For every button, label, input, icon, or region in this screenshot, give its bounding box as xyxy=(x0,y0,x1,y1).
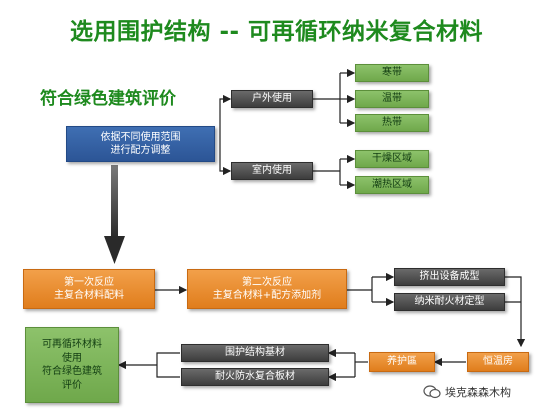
connector-adjust-outdoor xyxy=(219,94,232,145)
constant-temp-room-box: 恒温房 xyxy=(467,352,529,372)
second-reaction-box: 第二次反应 主复合材料+配方添加剂 xyxy=(187,269,347,309)
tropical-zone-box: 热带 xyxy=(355,114,429,132)
watermark-text: 埃克森森木构 xyxy=(445,386,511,399)
fire-material-shaping-box: 纳米耐火材定型 xyxy=(394,293,505,311)
temperate-zone-box: 温带 xyxy=(355,90,429,108)
outdoor-use-box: 户外使用 xyxy=(231,90,313,108)
fire-waterproof-board-box: 耐火防水复合板材 xyxy=(181,368,329,386)
envelope-base-material-box: 围护结构基材 xyxy=(181,344,329,362)
connector-adjust-indoor xyxy=(219,145,232,176)
recyclable-material-box: 可再循环材料 使用 符合绿色建筑 评价 xyxy=(25,327,119,403)
dry-area-box: 干燥区域 xyxy=(355,150,429,168)
humid-area-box: 潮热区域 xyxy=(355,176,429,194)
watermark: 埃克森森木构 xyxy=(423,384,511,400)
diagram-title: 选用围护结构 -- 可再循环纳米复合材料 xyxy=(69,19,484,45)
wechat-icon xyxy=(423,385,441,399)
cold-zone-box: 寒带 xyxy=(355,64,429,82)
connector-to-curing-room xyxy=(505,276,521,346)
extrusion-box: 挤出设备成型 xyxy=(394,268,505,286)
adjust-formula-box: 依据不同使用范围 进行配方调整 xyxy=(66,126,215,162)
indoor-use-box: 室内使用 xyxy=(231,162,313,180)
connector-products-recyclable xyxy=(119,352,180,378)
diagram-subtitle: 符合绿色建筑评价 xyxy=(40,89,176,109)
big-down-arrow xyxy=(104,165,125,264)
first-reaction-box: 第一次反应 主复合材料配料 xyxy=(23,269,155,309)
curing-area-box: 养护區 xyxy=(369,352,435,372)
